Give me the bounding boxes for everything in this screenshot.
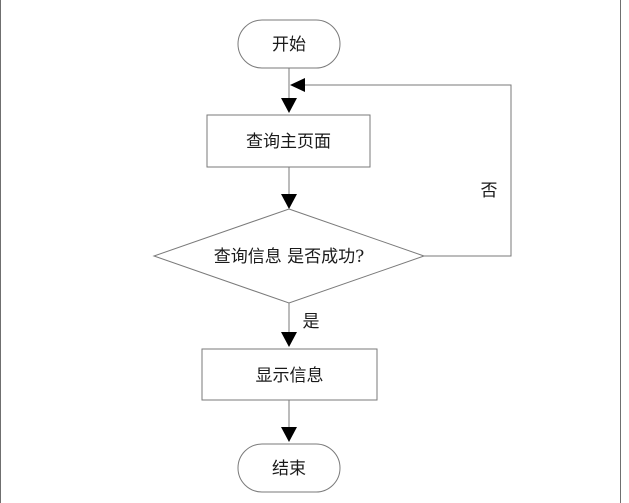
start-label: 开始 <box>272 35 306 55</box>
decision-label: 查询信息 是否成功? <box>214 247 365 267</box>
start-to-query-arrow <box>281 98 297 113</box>
query-to-decision-arrow <box>281 194 297 209</box>
end-node <box>237 443 341 493</box>
no-loop-line <box>305 84 512 257</box>
query-home-label: 查询主页面 <box>246 132 331 152</box>
decision-to-display-arrow <box>281 332 297 347</box>
no-loop-arrow <box>290 78 305 92</box>
display-label: 显示信息 <box>256 366 324 386</box>
no-label: 否 <box>481 181 498 201</box>
yes-label: 是 <box>303 312 320 332</box>
end-label: 结束 <box>272 459 306 479</box>
display-to-end-arrow <box>281 427 297 442</box>
